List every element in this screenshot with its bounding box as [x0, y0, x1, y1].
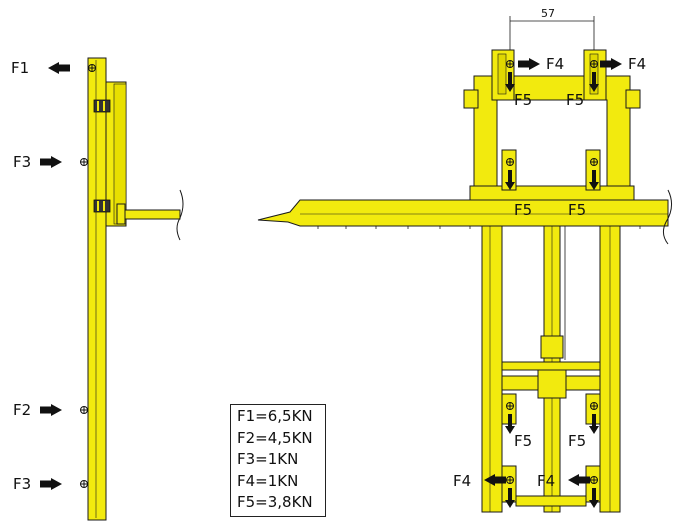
side-view: F1 F3 F2 F3: [11, 57, 184, 521]
f4-bot-right-label: F4: [537, 472, 555, 490]
f3-lower-label: F3: [13, 475, 31, 493]
f5-mid-left-label: F5: [514, 201, 532, 219]
legend-item-f2: F2=4,5KN: [237, 428, 313, 447]
f3-lower-arrow: [40, 478, 62, 490]
f5-low-right-label: F5: [568, 432, 586, 450]
mast-left-rail: [481, 225, 503, 513]
f4-top-left-label: F4: [546, 55, 564, 73]
f1-label: F1: [11, 59, 29, 77]
legend-item-f5: F5=3,8KN: [237, 493, 313, 511]
f1-arrow: [48, 62, 70, 74]
f5-mid-right-label: F5: [568, 201, 586, 219]
lower-crossbar-upper: [501, 361, 601, 371]
legend-item-f3: F3=1KN: [237, 450, 299, 468]
front-view: 57 F4 F4 F5 F5 F5 F5 F5 F5 F4 F4: [257, 7, 672, 513]
f5-top-left-label: F5: [514, 91, 532, 109]
f5-low-left-label: F5: [514, 432, 532, 450]
f4-bot-left-label: F4: [453, 472, 471, 490]
f5-top-right-label: F5: [566, 91, 584, 109]
legend-item-f4: F4=1KN: [237, 471, 299, 490]
legend-item-f1: F1=6,5KN: [237, 407, 313, 425]
f3-upper-label: F3: [13, 153, 31, 171]
f2-arrow: [40, 404, 62, 416]
side-mast-bar: [87, 57, 107, 521]
side-fork-stub: [119, 209, 181, 220]
f3-upper-arrow: [40, 156, 62, 168]
f4-top-right-label: F4: [628, 55, 646, 73]
dimension-label: 57: [541, 7, 555, 20]
fork-tine: [257, 199, 669, 227]
f4-top-left-arrow: [518, 58, 540, 70]
force-legend: F1=6,5KN F2=4,5KN F3=1KN F4=1KN F5=3,8KN: [230, 404, 326, 517]
f2-label: F2: [13, 401, 31, 419]
dimension-57: [509, 16, 595, 50]
